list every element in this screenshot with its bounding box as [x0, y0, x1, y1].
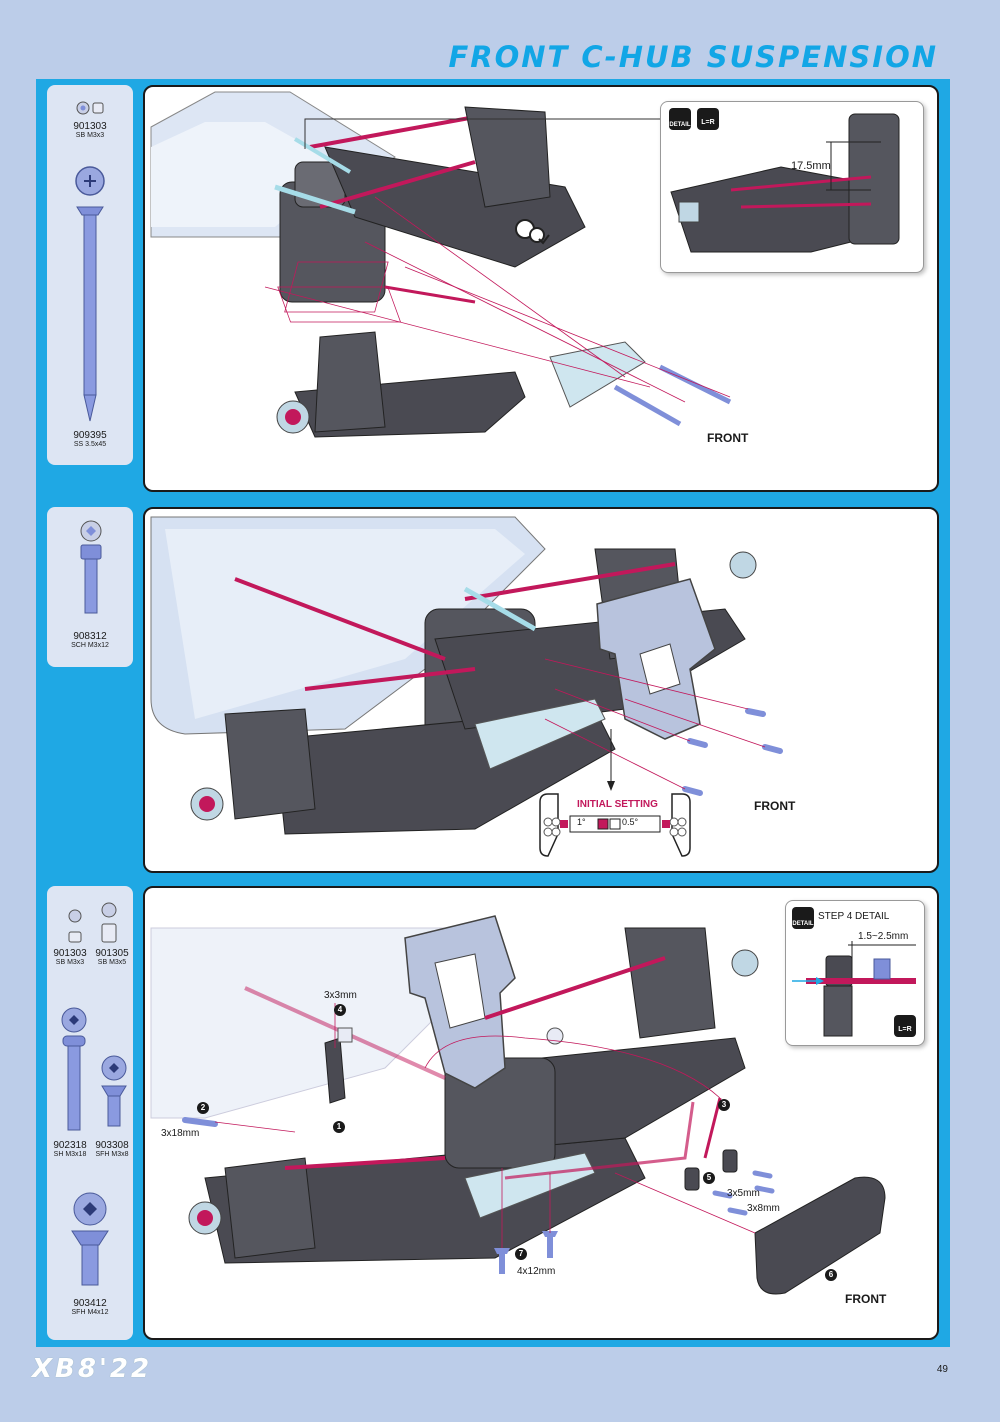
- callout-number: 3: [721, 1100, 727, 1109]
- part-desc: SCH M3x12: [71, 642, 109, 649]
- part-desc: SFH M3x8: [95, 1151, 129, 1158]
- step1-parts-panel: 901303 SB M3x3 909395 SS 3.5x45: [47, 85, 133, 465]
- part-code: 908312: [73, 631, 107, 642]
- callout-2-label: 3x18mm: [161, 1128, 200, 1139]
- step1-illustration: [150, 91, 732, 438]
- callout-number: 6: [828, 1270, 834, 1279]
- detail-dimension: 1.5~2.5mm: [858, 931, 909, 942]
- part-code: 903308: [95, 1140, 129, 1151]
- step2-section: 908312 SCH M3x12: [47, 507, 939, 873]
- page-number: 49: [936, 1364, 948, 1375]
- part-909395: 909395 SS 3.5x45: [47, 430, 133, 449]
- ball-large-icon: [99, 900, 119, 946]
- hex-screw-icon: [59, 1006, 89, 1136]
- screw-long-icon: [72, 163, 108, 428]
- part-code: 902318: [53, 1140, 87, 1151]
- part-code: 909395: [73, 430, 107, 441]
- callout-4: 4: [334, 1004, 346, 1016]
- front-label: FRONT: [845, 1292, 887, 1306]
- cap-screw-icon: [73, 519, 109, 619]
- callout-number: 1: [336, 1122, 342, 1131]
- callout-7-label: 4x12mm: [517, 1266, 556, 1277]
- lr-badge-label: L=R: [701, 119, 715, 126]
- callout-6: 6: [825, 1269, 837, 1281]
- callout-5a-label: 3x5mm: [727, 1188, 760, 1199]
- angle-a-label: 1°: [577, 817, 586, 827]
- detail-title: STEP 4 DETAIL: [818, 911, 890, 922]
- part-code: 901305: [95, 948, 129, 959]
- step3-parts-panel: 901303 SB M3x3 901305 SB M3x5 902318 SH …: [47, 886, 133, 1340]
- detail-illustration: [670, 113, 900, 253]
- lr-badge-label: L=R: [898, 1026, 912, 1033]
- callout-2: 2: [197, 1102, 209, 1114]
- blue-frame: 901303 SB M3x3 909395 SS 3.5x45: [36, 79, 950, 1347]
- part-903308: 903308 SFH M3x8: [91, 1140, 133, 1159]
- xb8-logo: XB8'22: [32, 1354, 153, 1384]
- callout-5b-label: 3x8mm: [747, 1203, 780, 1214]
- lr-badge-icon: L=R: [894, 1015, 916, 1037]
- callout-number: 2: [200, 1103, 206, 1112]
- page-title: FRONT C-HUB SUSPENSION: [448, 40, 938, 74]
- detail-badge-label: DETAIL: [669, 122, 691, 128]
- callout-number: 7: [518, 1249, 524, 1258]
- initial-setting-label: INITIAL SETTING: [577, 799, 658, 810]
- part-901303: 901303 SB M3x3: [47, 121, 133, 140]
- angle-b-label: 0.5°: [622, 817, 639, 827]
- callout-7: 7: [515, 1248, 527, 1260]
- step3-detail-inset: DETAIL STEP 4 DETAIL 1.5~2.5mm L=R: [785, 900, 925, 1046]
- ball-small-icon: [65, 906, 85, 946]
- part-903412: 903412 SFH M4x12: [47, 1298, 133, 1317]
- part-desc: SS 3.5x45: [73, 441, 107, 448]
- part-code: 901303: [73, 121, 107, 132]
- part-code: 903412: [73, 1298, 107, 1309]
- lr-badge-icon: L=R: [697, 108, 719, 130]
- step2-illustration: [150, 516, 783, 857]
- detail-badge-label: DETAIL: [792, 921, 814, 927]
- callout-number: 4: [337, 1005, 343, 1014]
- step1-drawing-panel: DETAIL L=R 17.5mm FRONT: [143, 85, 939, 492]
- magnify-detail-icon: DETAIL: [669, 108, 691, 130]
- callout-5: 5: [703, 1172, 715, 1184]
- part-desc: SB M3x3: [75, 132, 105, 139]
- callout-4-label: 3x3mm: [324, 990, 357, 1001]
- ball-icon: [71, 100, 111, 116]
- callout-number: 5: [706, 1173, 712, 1182]
- part-desc: SB M3x3: [55, 959, 85, 966]
- step1-detail-inset: DETAIL L=R 17.5mm: [660, 101, 924, 273]
- detail-illustration: [792, 941, 916, 1037]
- part-desc: SFH M4x12: [71, 1309, 109, 1316]
- step1-section: 901303 SB M3x3 909395 SS 3.5x45: [47, 85, 939, 492]
- flat-screw-large-icon: [69, 1191, 111, 1291]
- callout-1: 1: [333, 1121, 345, 1133]
- step3-illustration: [150, 915, 886, 1295]
- part-code: 901303: [53, 948, 87, 959]
- part-desc: SB M3x5: [97, 959, 127, 966]
- front-label: FRONT: [754, 799, 796, 813]
- part-901305: 901305 SB M3x5: [91, 948, 133, 967]
- part-desc: SH M3x18: [53, 1151, 87, 1158]
- step2-parts-panel: 908312 SCH M3x12: [47, 507, 133, 667]
- step2-drawing-panel: INITIAL SETTING 1° 0.5° FRONT: [143, 507, 939, 873]
- callout-3: 3: [718, 1099, 730, 1111]
- part-908312: 908312 SCH M3x12: [47, 631, 133, 650]
- front-label: FRONT: [707, 431, 749, 445]
- step3-section: 901303 SB M3x3 901305 SB M3x5 902318 SH …: [47, 886, 939, 1340]
- part-901303: 901303 SB M3x3: [49, 948, 91, 967]
- magnify-detail-icon: DETAIL: [792, 907, 814, 929]
- flat-screw-icon: [99, 1054, 129, 1134]
- part-902318: 902318 SH M3x18: [49, 1140, 91, 1159]
- dimension-label: 17.5mm: [791, 160, 831, 172]
- step3-drawing-panel: 1 2 3x18mm 3 3x3mm 4 5 3x5mm 3x8mm 6 7 4…: [143, 886, 939, 1340]
